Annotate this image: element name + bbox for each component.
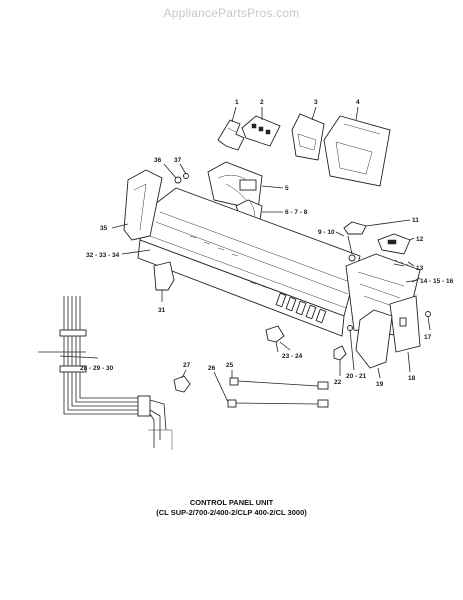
part-17-screw: [425, 311, 431, 331]
part-18-end-cap: [389, 295, 421, 373]
callout-23-24: 23 - 24: [282, 353, 303, 360]
part-28-29-30-cable-bundle: [38, 296, 173, 450]
callout-35: 35: [100, 225, 108, 232]
callout-3: 3: [314, 99, 318, 106]
callout-22: 22: [334, 379, 342, 386]
callout-9-10: 9 - 10: [318, 229, 335, 236]
part-27-grommet: [173, 369, 191, 393]
panel-indicator-marks: [189, 235, 269, 289]
part-11-bracket: [343, 219, 411, 235]
part-35-left-end-cap: [111, 169, 163, 241]
part-23-24-knob: [265, 325, 285, 353]
part-3-plate: [291, 106, 325, 161]
part-19-end-panel: [355, 309, 393, 379]
panel-buttons: [275, 292, 327, 324]
part-5-module: [207, 161, 284, 211]
callout-5: 5: [285, 185, 289, 192]
callout-1: 1: [235, 99, 239, 106]
leader-lines: [121, 231, 419, 351]
callout-2: 2: [260, 99, 264, 106]
callout-28-29-30: 28 - 29 - 30: [80, 365, 114, 372]
part-12-switch-board: [377, 233, 415, 255]
callout-18: 18: [408, 375, 416, 382]
watermark: AppliancePartsPros.com: [163, 6, 300, 20]
diagram-caption-title: CONTROL PANEL UNIT: [189, 498, 274, 507]
callout-26: 26: [208, 365, 216, 372]
diagram-caption-models: (CL SUP-2/700-2/400-2/CLP 400-2/CL 3000): [156, 508, 307, 517]
callout-20-21: 20 - 21: [346, 373, 367, 380]
callout-31: 31: [158, 307, 166, 314]
callout-12: 12: [416, 236, 424, 243]
part-2-connector-block: [241, 107, 281, 147]
callout-13: 13: [416, 265, 424, 272]
part-31-knob: [153, 261, 175, 302]
callout-19: 19: [376, 381, 384, 388]
callout-36: 36: [154, 157, 162, 164]
callout-32-33-34: 32 - 33 - 34: [86, 252, 120, 259]
callout-37: 37: [174, 157, 182, 164]
part-4-cover: [323, 106, 391, 187]
callout-4: 4: [356, 99, 360, 106]
part-22-cap: [333, 345, 347, 376]
callout-27: 27: [183, 362, 191, 369]
part-9-10: [347, 235, 356, 262]
part-25-26-wire-harness: [213, 370, 329, 408]
callout-6-7-8: 6 - 7 - 8: [285, 209, 308, 216]
callout-25: 25: [226, 362, 234, 369]
part-20-21: [347, 325, 355, 371]
callout-17: 17: [424, 334, 432, 341]
callout-11: 11: [412, 217, 419, 224]
callout-14-15-16: 14 - 15 - 16: [420, 278, 454, 285]
part-36-37-screws: [163, 163, 189, 184]
part-1-bracket: [217, 106, 245, 151]
